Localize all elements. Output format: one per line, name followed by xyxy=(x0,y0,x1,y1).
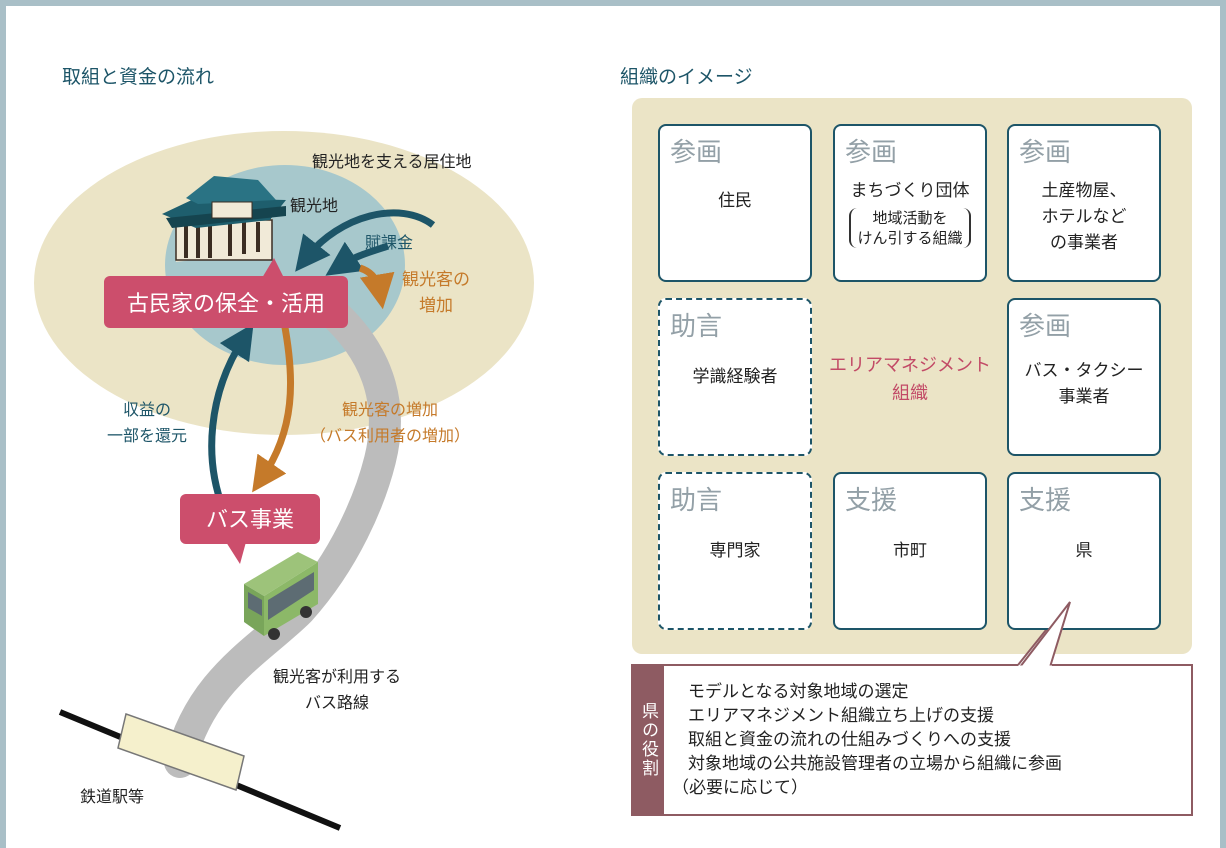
card-body: 住民 xyxy=(660,188,810,214)
card-subtext: 地域活動を けん引する組織 xyxy=(849,208,971,248)
levy-arrow xyxy=(295,209,436,272)
card-bus-taxi-operators: 参画 バス・タクシー 事業者 xyxy=(1007,298,1161,456)
card-text: 土産物屋、 xyxy=(1041,181,1127,201)
levy-label: 賦課金 xyxy=(365,233,413,252)
card-text: 事業者 xyxy=(1058,387,1110,407)
station-label: 鉄道駅等 xyxy=(80,787,144,806)
card-tag: 支援 xyxy=(1019,486,1072,516)
inner-area-label: 観光地 xyxy=(290,196,338,215)
bus-business-box xyxy=(180,494,320,564)
bus-users-label-1: 観光客の増加 xyxy=(342,400,438,419)
left-section-title: 取組と資金の流れ xyxy=(62,66,215,88)
right-section-title: 組織のイメージ xyxy=(620,66,753,88)
bus-icon xyxy=(244,552,318,640)
card-body: 市町 xyxy=(835,538,985,564)
role-item: 取組と資金の流れの仕組みづくりへの支援 xyxy=(688,730,1011,750)
revenue-label-2: 一部を還元 xyxy=(107,426,187,445)
house-icon xyxy=(162,176,286,262)
card-text: 市町 xyxy=(893,541,927,561)
prefecture-role-tab: 県の役割 xyxy=(632,665,664,815)
card-academic-experts: 助言 学識経験者 xyxy=(658,298,812,456)
prefecture-role-list: モデルとなる対象地域の選定 エリアマネジメント組織立ち上げの支援 取組と資金の流… xyxy=(672,680,1062,800)
card-body: 学識経験者 xyxy=(660,364,810,390)
card-body: まちづくり団体 地域活動を けん引する組織 xyxy=(835,178,985,251)
card-text: 県 xyxy=(1075,541,1093,561)
card-text: バス・タクシー xyxy=(1024,361,1144,381)
bus-users-arrow xyxy=(252,321,295,493)
card-subtext-line: けん引する組織 xyxy=(857,229,963,247)
card-body: バス・タクシー 事業者 xyxy=(1009,358,1159,410)
outer-area-label: 観光地を支える居住地 xyxy=(312,152,472,171)
card-body: 県 xyxy=(1009,538,1159,564)
bus-box-label: バス事業 xyxy=(206,508,294,533)
role-item: モデルとなる対象地域の選定 xyxy=(688,682,909,702)
card-text: 専門家 xyxy=(709,541,761,561)
card-text: ホテルなど xyxy=(1041,207,1127,227)
card-specialists: 助言 専門家 xyxy=(658,472,812,630)
card-tag: 支援 xyxy=(845,486,898,516)
tourist-increase-arrow xyxy=(358,264,395,310)
card-subtext-line: 地域活動を xyxy=(872,209,948,227)
revenue-label-1: 収益の xyxy=(123,400,171,419)
role-item: エリアマネジメント組織立ち上げの支援 xyxy=(688,706,994,726)
card-tag: 参画 xyxy=(845,138,898,168)
card-body: 専門家 xyxy=(660,538,810,564)
tourist-increase-label-2: 増加 xyxy=(419,296,453,316)
card-body: 土産物屋、 ホテルなど の事業者 xyxy=(1009,178,1159,256)
house-box-label: 古民家の保全・活用 xyxy=(127,292,325,317)
station-building xyxy=(117,713,245,791)
flow-diagram: 古民家の保全・活用 バス事業 観光地を支える居住地 観光地 賦課金 観光客の 増… xyxy=(34,131,534,831)
card-text: 住民 xyxy=(718,191,752,211)
card-text: の事業者 xyxy=(1050,233,1118,253)
bus-route-road xyxy=(164,294,401,778)
card-tag: 助言 xyxy=(670,486,723,516)
card-text: まちづくり団体 xyxy=(850,181,970,201)
card-residents: 参画 住民 xyxy=(658,124,812,282)
card-community-groups: 参画 まちづくり団体 地域活動を けん引する組織 xyxy=(833,124,987,282)
center-label-line: 組織 xyxy=(892,383,928,404)
card-tag: 参画 xyxy=(1019,312,1072,342)
card-tag: 参画 xyxy=(670,138,723,168)
levy-arrow-2 xyxy=(325,241,390,276)
card-text: 学識経験者 xyxy=(692,367,778,387)
prefecture-role-title: 県の役割 xyxy=(638,702,658,778)
role-item: （必要に応じて） xyxy=(672,778,808,798)
card-municipality: 支援 市町 xyxy=(833,472,987,630)
card-tag: 助言 xyxy=(670,312,723,342)
tourist-increase-label-1: 観光客の xyxy=(402,270,470,290)
role-item: 対象地域の公共施設管理者の立場から組織に参画 xyxy=(688,754,1062,774)
card-prefecture: 支援 県 xyxy=(1007,472,1161,630)
house-preservation-box xyxy=(104,258,348,328)
area-management-organization: エリアマネジメント 組織 xyxy=(812,352,1008,408)
card-businesses: 参画 土産物屋、 ホテルなど の事業者 xyxy=(1007,124,1161,282)
bus-users-label-2: （バス利用者の増加） xyxy=(310,426,470,445)
card-tag: 参画 xyxy=(1019,138,1072,168)
route-label-2: バス路線 xyxy=(305,693,369,712)
route-label-1: 観光客が利用する xyxy=(273,667,401,686)
center-label-line: エリアマネジメント xyxy=(829,355,991,376)
